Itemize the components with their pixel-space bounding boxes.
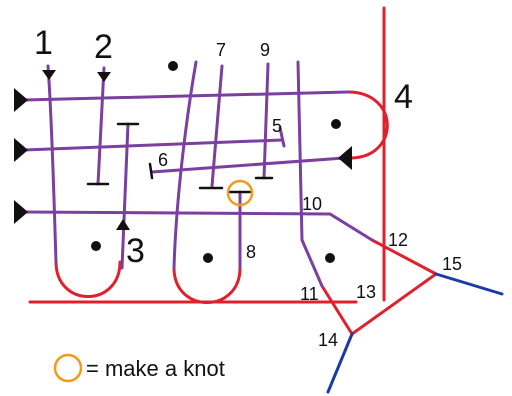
purple-cords	[22, 60, 374, 288]
legend-text: = make a knot	[86, 356, 225, 381]
legend-knot-icon	[53, 353, 83, 383]
red-triangle	[320, 238, 439, 337]
red-frame	[28, 6, 439, 337]
purple-cord-7-left	[172, 60, 198, 270]
purple-cord-3	[120, 122, 130, 270]
red-pocket-1	[54, 260, 122, 298]
arrow-cord-3-icon	[116, 219, 130, 230]
purple-cord-7-right	[210, 64, 224, 188]
dot-pocket-11	[325, 253, 335, 263]
arrow-row-3-icon	[338, 146, 352, 170]
label-9: 9	[260, 40, 270, 60]
purple-cord-2	[96, 66, 106, 186]
red-pocket-7	[172, 266, 242, 304]
purple-horizontal-third	[150, 156, 346, 174]
arrow-row-4-icon	[14, 200, 28, 224]
arrow-row-1-icon	[14, 88, 28, 112]
t-bar-6	[148, 162, 154, 180]
dot-top	[168, 61, 178, 71]
blue-cords	[326, 272, 504, 394]
label-4: 4	[394, 78, 413, 116]
label-8: 8	[246, 242, 256, 262]
arrow-cord-1-icon	[42, 70, 56, 80]
t-bars	[86, 122, 274, 194]
purple-horizontal-bottom	[22, 210, 374, 242]
arrow-row-2-icon	[14, 138, 28, 162]
knot-marker-icon	[226, 179, 254, 207]
arrow-cord-2-icon	[97, 72, 111, 82]
arrowheads	[14, 70, 352, 230]
red-loop-4	[346, 90, 389, 160]
label-13: 13	[356, 282, 376, 302]
purple-horizontal-top	[22, 90, 350, 102]
label-1: 1	[34, 24, 53, 62]
legend: = make a knot	[53, 353, 225, 383]
label-7: 7	[216, 40, 226, 60]
label-2: 2	[94, 28, 113, 66]
label-5: 5	[272, 116, 282, 136]
purple-cord-1	[46, 64, 58, 264]
label-3: 3	[126, 232, 145, 270]
label-15: 15	[442, 254, 462, 274]
label-6: 6	[158, 150, 168, 170]
number-labels: 1 2 3 4 5 6 7 8 9 10 11 12 13 14 15	[34, 24, 462, 350]
dot-loop-4	[331, 119, 341, 129]
dot-pocket-7	[203, 253, 213, 263]
purple-cord-9	[262, 62, 270, 180]
label-11: 11	[300, 284, 319, 304]
purple-cord-11	[296, 60, 324, 288]
label-10: 10	[302, 194, 322, 214]
blue-cord-15	[434, 272, 504, 296]
purple-horizontal-second	[22, 138, 284, 152]
blue-cord-14	[326, 332, 354, 394]
dot-pocket-1	[91, 241, 101, 251]
label-12: 12	[388, 230, 408, 250]
purple-mark-5	[278, 126, 286, 148]
label-14: 14	[318, 330, 338, 350]
anchor-dots	[91, 61, 341, 263]
